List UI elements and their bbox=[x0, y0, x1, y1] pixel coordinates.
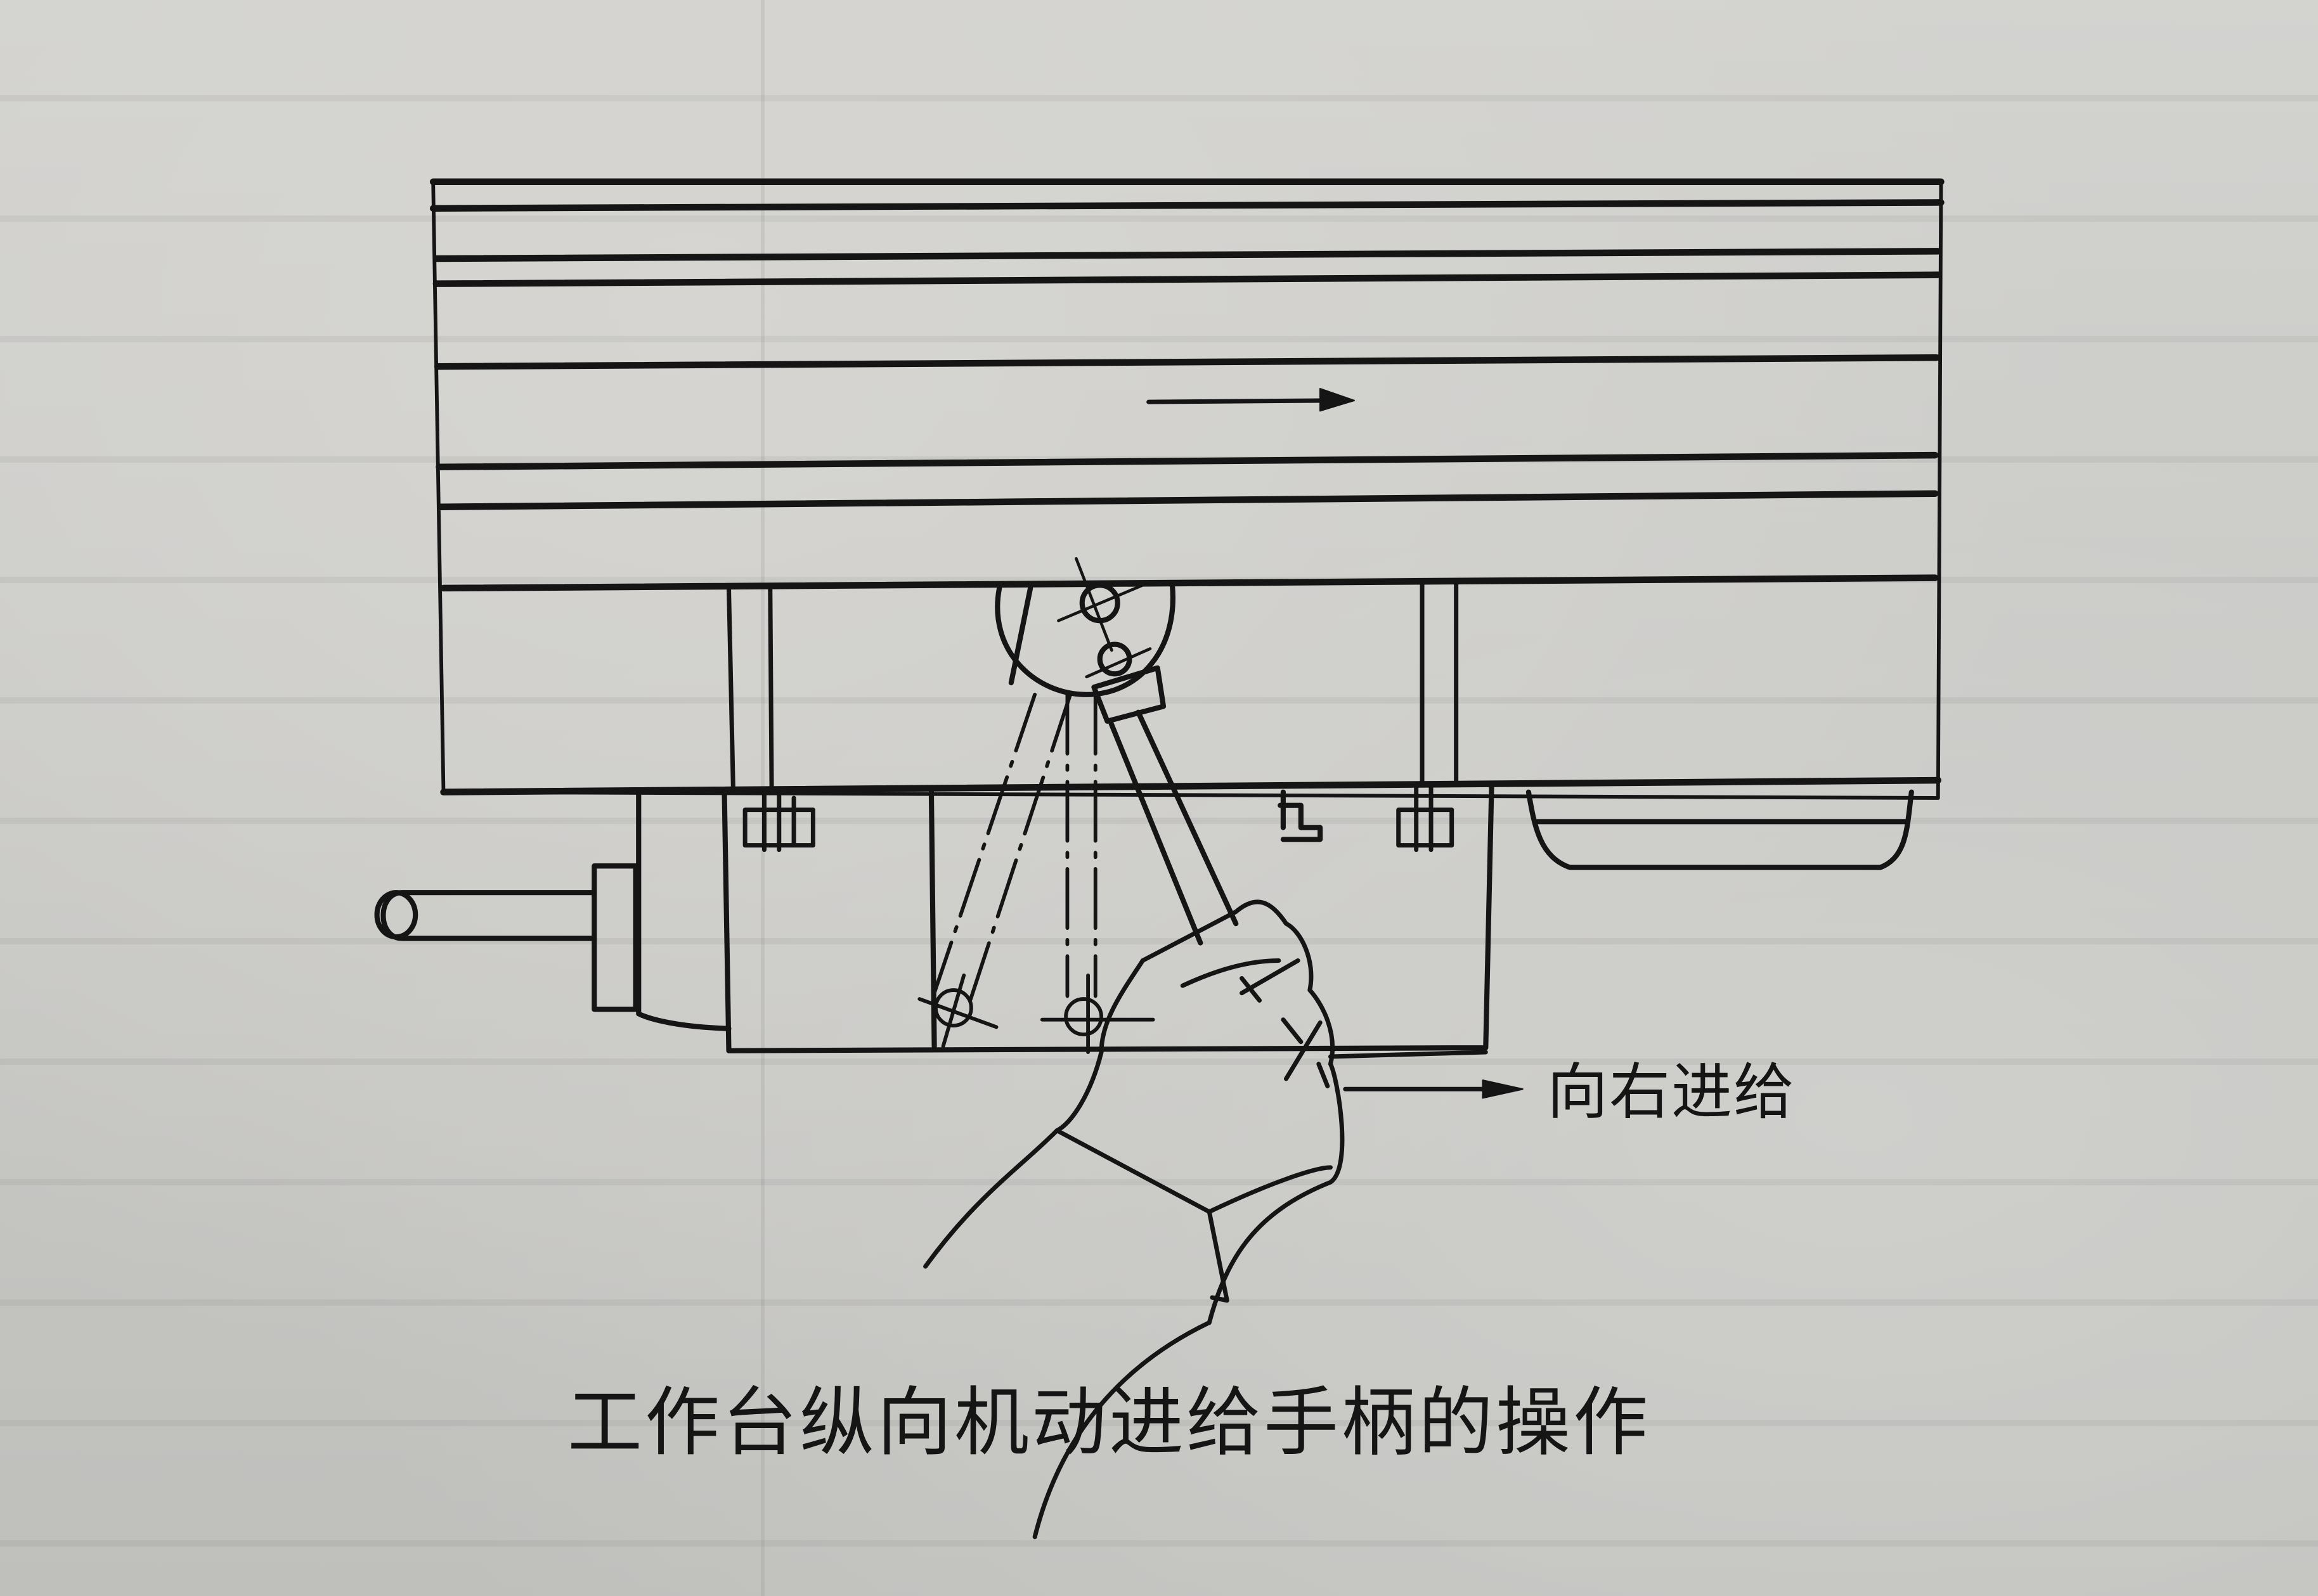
lever-phantom-left bbox=[932, 692, 1073, 1008]
worktable bbox=[429, 178, 1945, 800]
lever-hub bbox=[995, 557, 1175, 697]
pivot-center bbox=[1040, 973, 1155, 1054]
table-end-tray bbox=[1525, 789, 1914, 870]
t-slot-bolt-right bbox=[1396, 578, 1459, 853]
lever-phantom-center bbox=[1065, 692, 1097, 998]
t-slot-bolt-left bbox=[726, 586, 815, 853]
table-arrow-right-icon bbox=[1146, 388, 1355, 412]
figure-caption: 工作台纵向机动进给手柄的操作 bbox=[567, 1379, 1651, 1466]
operator-hand bbox=[923, 899, 1345, 1540]
feed-right-label: 向右进给 bbox=[1547, 1057, 1796, 1128]
pivot-left bbox=[917, 973, 999, 1048]
side-handle bbox=[374, 863, 638, 1012]
feed-lever bbox=[1091, 665, 1239, 946]
feed-direction-arrow-icon bbox=[1328, 1050, 1524, 1099]
